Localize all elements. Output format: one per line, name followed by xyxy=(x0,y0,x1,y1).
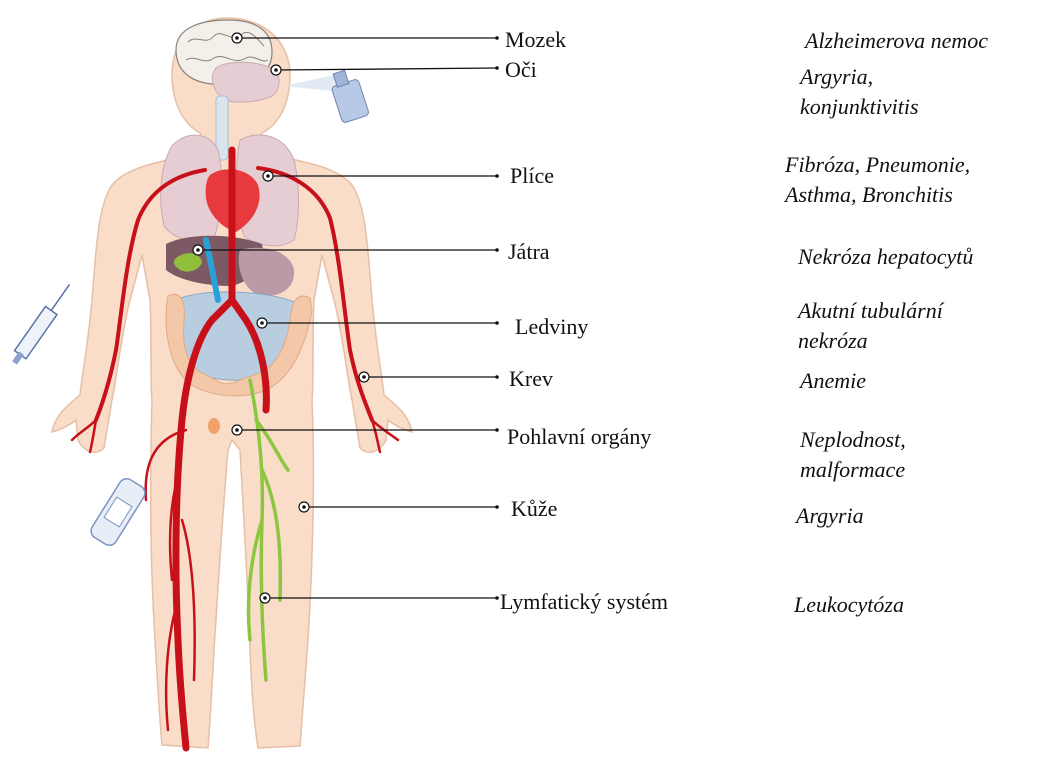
effect-line: Anemie xyxy=(800,366,1040,396)
organ-label-row-7: Pohlavní orgány xyxy=(507,424,651,450)
marker-dot-row-4 xyxy=(196,248,200,252)
syringe-needle xyxy=(51,284,69,310)
marker-dot-row-1 xyxy=(235,36,239,40)
leader-end-dot-row-3 xyxy=(495,174,499,178)
syringe-icon xyxy=(9,280,76,367)
leader-end-dot-row-4 xyxy=(495,248,499,252)
marker-dot-row-3 xyxy=(266,174,270,178)
effect-label-row-9: Leukocytóza xyxy=(794,590,1039,620)
effect-label-row-3: Fibróza, Pneumonie,Asthma, Bronchitis xyxy=(785,150,1030,210)
effect-label-row-4: Nekróza hepatocytů xyxy=(798,242,1040,272)
syringe-barrel xyxy=(15,306,57,358)
marker-dot-row-6 xyxy=(362,375,366,379)
leader-end-dot-row-6 xyxy=(495,375,499,379)
effect-label-row-7: Neplodnost,malformace xyxy=(800,425,1040,485)
leader-line-row-2 xyxy=(276,68,497,70)
bandage-icon xyxy=(88,476,148,549)
effect-line: Asthma, Bronchitis xyxy=(785,180,1030,210)
effect-line: Argyria xyxy=(796,501,1040,531)
marker-dot-row-5 xyxy=(260,321,264,325)
effect-line: Fibróza, Pneumonie, xyxy=(785,150,1030,180)
reproductive-organ xyxy=(208,418,220,434)
effect-label-row-6: Anemie xyxy=(800,366,1040,396)
effect-label-row-1: Alzheimerova nemoc xyxy=(805,26,1040,56)
organ-label-row-6: Krev xyxy=(509,366,553,392)
marker-dot-row-9 xyxy=(263,596,267,600)
effect-line: Akutní tubulární xyxy=(798,296,1040,326)
effect-line: Nekróza hepatocytů xyxy=(798,242,1040,272)
organ-label-row-2: Oči xyxy=(505,57,537,83)
effect-label-row-2: Argyria,konjunktivitis xyxy=(800,62,1040,122)
effect-line: Neplodnost, xyxy=(800,425,1040,455)
marker-dot-row-7 xyxy=(235,428,239,432)
effect-line: konjunktivitis xyxy=(800,92,1040,122)
organ-label-row-4: Játra xyxy=(508,239,550,265)
leader-end-dot-row-5 xyxy=(495,321,499,325)
effect-line: malformace xyxy=(800,455,1040,485)
organ-label-row-9: Lymfatický systém xyxy=(500,589,668,615)
spray-mist xyxy=(284,74,340,92)
leader-end-dot-row-9 xyxy=(495,596,499,600)
nasal-spray-icon xyxy=(284,70,369,123)
leader-end-dot-row-2 xyxy=(495,66,499,70)
leader-end-dot-row-1 xyxy=(495,36,499,40)
marker-dot-row-2 xyxy=(274,68,278,72)
organ-label-row-8: Kůže xyxy=(511,496,557,522)
effect-line: Argyria, xyxy=(800,62,1040,92)
effect-line: nekróza xyxy=(798,326,1040,356)
marker-dot-row-8 xyxy=(302,505,306,509)
effect-line: Leukocytóza xyxy=(794,590,1039,620)
effect-label-row-8: Argyria xyxy=(796,501,1040,531)
organ-label-row-5: Ledviny xyxy=(515,314,588,340)
effect-line: Alzheimerova nemoc xyxy=(805,26,1040,56)
organ-label-row-1: Mozek xyxy=(505,27,566,53)
organ-label-row-3: Plíce xyxy=(510,163,554,189)
leader-end-dot-row-7 xyxy=(495,428,499,432)
leader-end-dot-row-8 xyxy=(495,505,499,509)
